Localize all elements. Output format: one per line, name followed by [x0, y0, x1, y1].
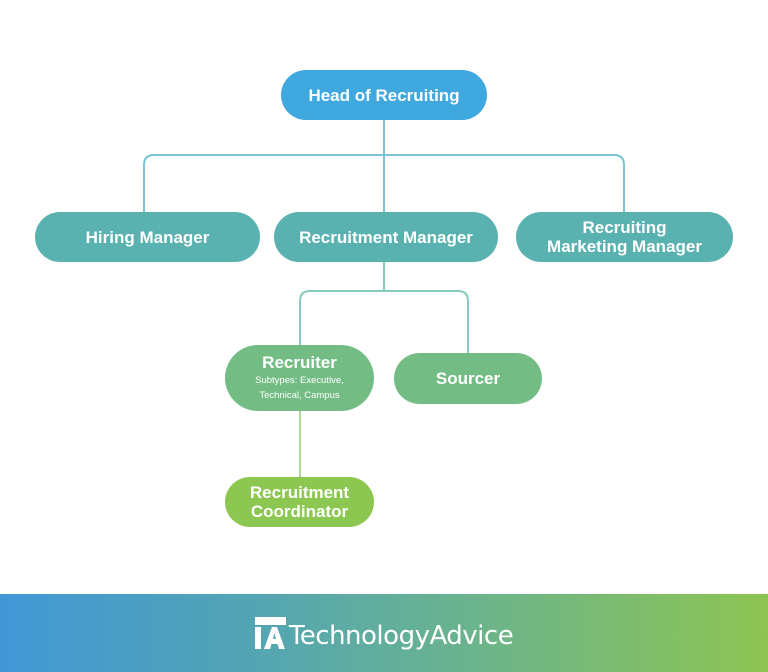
brand-name: TechnologyAdvice [288, 621, 514, 651]
node-label-line1: Recruitment [249, 483, 350, 502]
node-label: Head of Recruiting [308, 85, 460, 105]
node-recruiter: Recruiter Subtypes: Executive, Technical… [225, 345, 374, 411]
node-label: Recruiter [262, 353, 337, 372]
node-sublabel-line1: Subtypes: Executive, [255, 375, 344, 386]
footer-banner: TechnologyAdvice [0, 594, 768, 672]
node-recruitment-manager: Recruitment Manager [274, 212, 498, 262]
node-recruitment-coordinator: Recruitment Coordinator [225, 477, 374, 527]
connector-root-to-managers [143, 120, 625, 477]
node-label: Hiring Manager [85, 227, 210, 247]
node-label-line2: Marketing Manager [547, 237, 702, 256]
node-label-line2: Coordinator [250, 502, 349, 521]
ta-logo-icon [254, 617, 286, 649]
node-recruiting-marketing-manager: Recruiting Marketing Manager [516, 212, 733, 262]
technologyadvice-logo: TechnologyAdvice [254, 617, 514, 651]
node-label-line1: Recruiting [582, 218, 667, 237]
node-sourcer: Sourcer [394, 353, 542, 404]
node-head-of-recruiting: Head of Recruiting [281, 70, 487, 120]
node-label: Sourcer [435, 369, 501, 388]
node-hiring-manager: Hiring Manager [35, 212, 260, 262]
node-label: Recruitment Manager [299, 227, 473, 247]
node-sublabel-line2: Technical, Campus [259, 390, 340, 401]
